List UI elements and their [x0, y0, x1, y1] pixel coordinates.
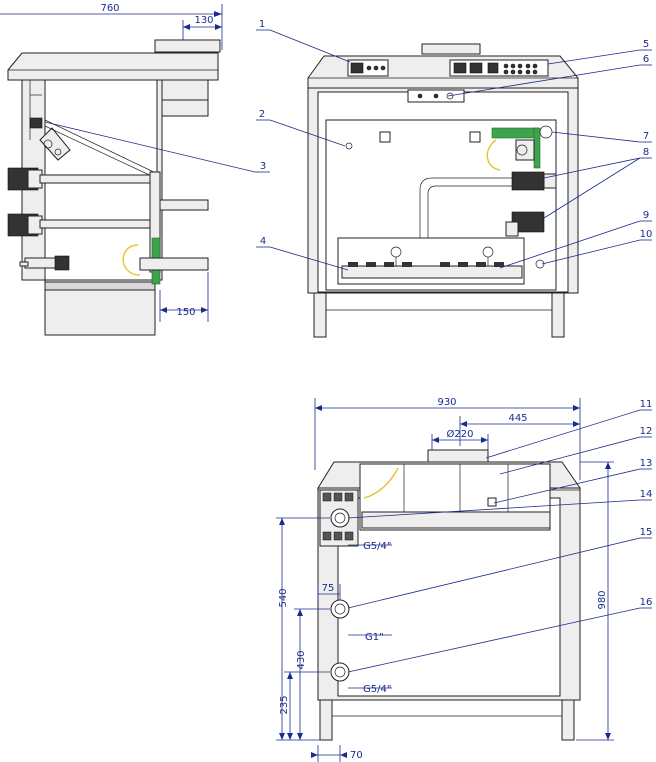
dim-flue-diameter: Ø220	[447, 428, 474, 440]
rear-callouts: 11 12 13 14 15 16	[347, 399, 653, 673]
side-top-hood	[7, 52, 219, 81]
dim-75: 75	[322, 583, 335, 594]
front-view	[307, 43, 579, 338]
rear-flue	[427, 449, 489, 463]
thread-lower: G5/4"	[363, 684, 391, 695]
dim-130: 130	[194, 15, 213, 26]
dim-445: 445	[508, 413, 527, 424]
callout-2: 2	[259, 109, 265, 120]
dim-430: 430	[296, 650, 307, 669]
rear-middle-connection	[330, 599, 350, 619]
callout-13: 13	[640, 458, 653, 469]
callout-14: 14	[640, 489, 653, 500]
callout-11: 11	[640, 399, 653, 410]
rear-upper-connection	[330, 508, 350, 528]
callout-16: 16	[640, 597, 653, 608]
callout-8: 8	[643, 147, 649, 158]
dim-150: 150	[176, 307, 195, 318]
side-view: 760 130	[0, 3, 223, 336]
thread-upper: G5/4"	[363, 541, 391, 552]
rear-view: 930 445 Ø220	[276, 397, 614, 762]
callout-15: 15	[640, 527, 653, 538]
dim-760: 760	[100, 3, 119, 14]
dim-930: 930	[437, 397, 456, 408]
callout-5: 5	[643, 39, 649, 50]
callout-6: 6	[643, 54, 649, 65]
callout-4: 4	[260, 236, 266, 247]
front-callouts: 1 2 3 4 5 6 7 8 9 10	[44, 19, 653, 271]
front-gas-valve-upper	[511, 171, 545, 191]
callout-1: 1	[259, 19, 265, 30]
dim-235: 235	[279, 695, 290, 714]
dim-70: 70	[350, 750, 363, 761]
dim-540: 540	[278, 588, 289, 607]
callout-7: 7	[643, 131, 649, 142]
thread-middle: G1"	[365, 632, 384, 643]
callout-3: 3	[260, 161, 266, 172]
callout-10: 10	[640, 229, 653, 240]
callout-12: 12	[640, 426, 653, 437]
callout-9: 9	[643, 210, 649, 221]
dim-980: 980	[597, 590, 608, 609]
rear-lower-connection	[330, 662, 350, 682]
side-flue-stub	[154, 39, 221, 53]
